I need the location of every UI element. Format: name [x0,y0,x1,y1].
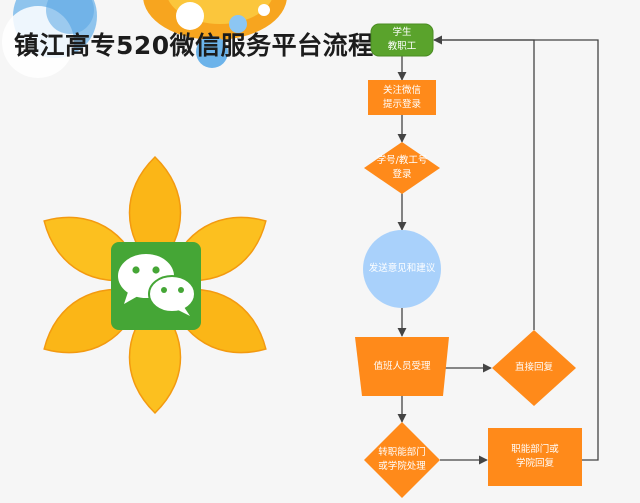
direct-reply-decision [492,330,576,406]
start-label-line1: 学生 [392,27,412,38]
top-left-bubbles [2,0,97,78]
duty-staff-label: 值班人员受理 [358,352,446,382]
follow-wechat-label: 关注微信 提示登录 [368,80,436,115]
page-title: 镇江高专520微信服务平台流程 [14,31,374,60]
dept-reply-line2: 学院回复 [515,458,554,469]
follow-wechat-line2: 提示登录 [382,98,421,110]
duty-staff-node [355,337,449,396]
dept-reply-label: 职能部门或 学院回复 [488,428,582,486]
dept-reply-node [488,428,582,486]
direct-reply-line1: 直接回复 [514,362,553,373]
follow-wechat-line1: 关注微信 [382,84,421,96]
duty-staff-line1: 值班人员受理 [373,361,431,372]
login-line1: 学号/教工号 [376,155,428,166]
feedback-line1: 发送意见和建议 [368,263,436,274]
transfer-decision [364,422,440,498]
top-center-sun [143,0,287,68]
start-label: 学生 教职工 [371,24,433,56]
dept-reply-line1: 职能部门或 [511,444,559,455]
wechat-logo-icon [111,242,201,330]
login-label: 学号/教工号 登录 [364,152,440,184]
feedback-label: 发送意见和建议 [363,255,441,283]
login-line2: 登录 [392,169,412,180]
transfer-line1: 转职能部门 [378,447,426,458]
direct-reply-label: 直接回复 [496,354,572,382]
transfer-line2: 或学院处理 [378,461,426,472]
connectors [397,35,599,465]
follow-wechat-node [368,80,436,115]
start-node [370,23,434,57]
feedback-node [363,230,441,308]
transfer-label: 转职能部门 或学院处理 [358,444,446,476]
login-decision [364,142,440,194]
start-label-line2: 教职工 [387,41,417,52]
